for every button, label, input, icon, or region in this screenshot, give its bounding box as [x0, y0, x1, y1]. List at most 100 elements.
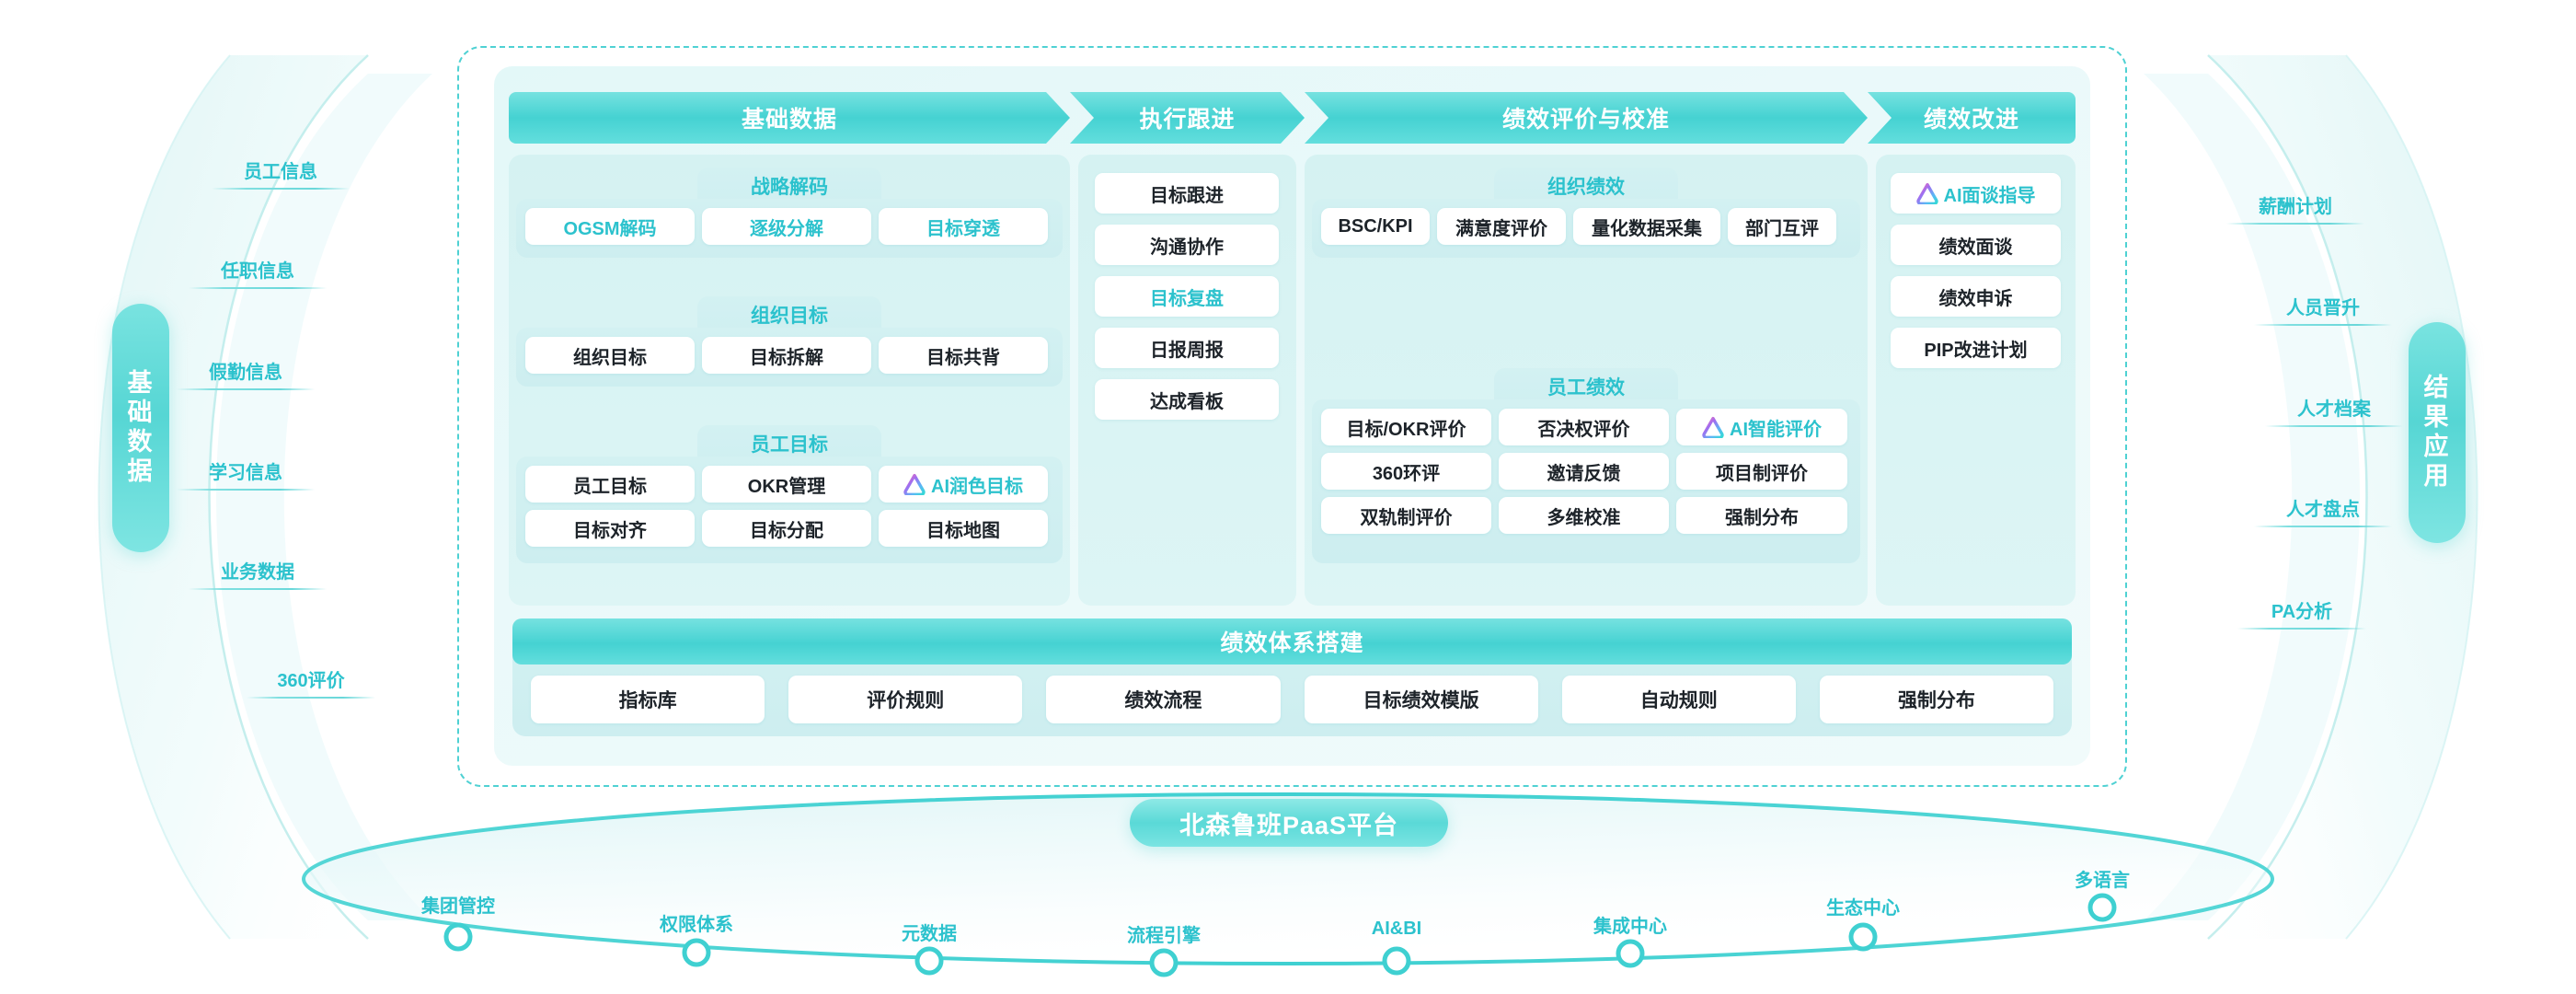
- chip-daily-weekly-report[interactable]: 日报周报: [1095, 328, 1279, 368]
- main-dashed-panel: [457, 46, 2127, 787]
- stage-header-performance-evaluation[interactable]: 绩效评价与校准: [1305, 92, 1868, 144]
- paas-platform-bar[interactable]: 北森鲁班PaaS平台: [1130, 799, 1448, 847]
- chip-department-mutual-evaluation[interactable]: 部门互评: [1728, 208, 1836, 245]
- chip-performance-process[interactable]: 绩效流程: [1046, 676, 1281, 723]
- chip-goal-performance-template[interactable]: 目标绩效模版: [1304, 676, 1538, 723]
- platform-node-label-4[interactable]: AI&BI: [1371, 919, 1422, 939]
- chip-goal-map[interactable]: 目标地图: [879, 510, 1048, 547]
- chip-goal-alignment[interactable]: 目标对齐: [525, 510, 695, 547]
- chip-360-evaluation[interactable]: 360环评: [1321, 453, 1491, 490]
- chip-organization-goal[interactable]: 组织目标: [525, 337, 695, 374]
- chip-goal-breakdown[interactable]: 目标拆解: [702, 337, 871, 374]
- chip-satisfaction-evaluation[interactable]: 满意度评价: [1437, 208, 1566, 245]
- band-chip-row: 指标库 评价规则 绩效流程 目标绩效模版 自动规则 强制分布: [531, 676, 2054, 723]
- right-pill-result-application[interactable]: 结果应用: [2409, 322, 2466, 543]
- right-label-1[interactable]: 人员晋升: [2254, 293, 2392, 326]
- right-label-3[interactable]: 人才盘点: [2254, 494, 2392, 527]
- chip-band-forced-distribution[interactable]: 强制分布: [1819, 676, 2054, 723]
- chip-performance-interview[interactable]: 绩效面谈: [1891, 225, 2061, 265]
- chip-ai-interview-guidance[interactable]: AI面谈指导: [1891, 173, 2061, 214]
- divider: [2254, 324, 2392, 326]
- divider: [247, 697, 375, 699]
- chip-communication-collaboration[interactable]: 沟通协作: [1095, 225, 1279, 265]
- column4-chip-stack: AI面谈指导 绩效面谈 绩效申诉 PIP改进计划: [1891, 173, 2061, 368]
- divider: [177, 388, 315, 390]
- right-label-2[interactable]: 人才档案: [2265, 394, 2403, 427]
- chip-bsc-kpi[interactable]: BSC/KPI: [1321, 208, 1430, 245]
- chip-veto-evaluation[interactable]: 否决权评价: [1499, 409, 1669, 445]
- stage-header-basic-data[interactable]: 基础数据: [509, 92, 1070, 144]
- group-chip-container: 组织目标 目标拆解 目标共背: [516, 328, 1063, 387]
- chip-indicator-library[interactable]: 指标库: [531, 676, 765, 723]
- platform-node-label-2[interactable]: 元数据: [902, 924, 957, 944]
- right-pill-label: 结果应用: [2423, 374, 2451, 490]
- group-title: 战略解码: [697, 168, 881, 204]
- ai-sparkle-icon: [1915, 182, 1938, 204]
- group-chip-container: 员工目标 OKR管理 AI润色目标 目标对齐 目标分配 目标地图: [516, 457, 1063, 563]
- chip-ai-smart-evaluation[interactable]: AI智能评价: [1676, 409, 1847, 445]
- platform-node-label-1[interactable]: 权限体系: [660, 915, 733, 935]
- platform-node-label-3[interactable]: 流程引擎: [1127, 926, 1201, 946]
- ai-sparkle-icon: [1702, 416, 1724, 438]
- chip-ogsm-decoding[interactable]: OGSM解码: [525, 208, 695, 245]
- platform-node-label-6[interactable]: 生态中心: [1826, 898, 1900, 919]
- chip-goal-assignment[interactable]: 目标分配: [702, 510, 871, 547]
- group-employee-goals: 员工目标 员工目标 OKR管理 AI润色目标 目标对齐 目标分配 目标地图: [516, 425, 1063, 563]
- chip-okr-management[interactable]: OKR管理: [702, 466, 871, 503]
- divider: [2254, 526, 2392, 527]
- chip-dual-track-evaluation[interactable]: 双轨制评价: [1321, 497, 1491, 534]
- chip-goal-okr-evaluation[interactable]: 目标/OKR评价: [1321, 409, 1491, 445]
- performance-system-band: 绩效体系搭建 指标库 评价规则 绩效流程 目标绩效模版 自动规则 强制分布: [512, 618, 2072, 736]
- group-strategy-decoding: 战略解码 OGSM解码 逐级分解 目标穿透: [516, 168, 1063, 258]
- column2-chip-stack: 目标跟进 沟通协作 目标复盘 日报周报 达成看板: [1095, 173, 1279, 420]
- left-label-0[interactable]: 员工信息: [212, 156, 350, 190]
- group-title: 组织目标: [697, 296, 881, 333]
- chip-evaluation-rules[interactable]: 评价规则: [788, 676, 1023, 723]
- platform-node-label-0[interactable]: 集团管控: [421, 896, 495, 917]
- chip-achievement-dashboard[interactable]: 达成看板: [1095, 379, 1279, 420]
- divider: [2226, 223, 2364, 225]
- divider: [2265, 425, 2403, 427]
- divider: [189, 588, 327, 590]
- band-title[interactable]: 绩效体系搭建: [512, 618, 2072, 665]
- left-pill-label: 基础数据: [127, 369, 155, 485]
- divider: [177, 489, 315, 491]
- right-label-0[interactable]: 薪酬计划: [2226, 191, 2364, 225]
- chip-automatic-rules[interactable]: 自动规则: [1561, 676, 1796, 723]
- chip-performance-appeal[interactable]: 绩效申诉: [1891, 276, 2061, 317]
- chip-pip-improvement-plan[interactable]: PIP改进计划: [1891, 328, 2061, 368]
- chip-ai-polish-goal[interactable]: AI润色目标: [879, 466, 1048, 503]
- group-organization-performance: 组织绩效 BSC/KPI 满意度评价 量化数据采集 部门互评: [1312, 168, 1860, 258]
- divider: [212, 188, 350, 190]
- right-label-4[interactable]: PA分析: [2237, 596, 2366, 630]
- stage-header-execution-tracking[interactable]: 执行跟进: [1070, 92, 1305, 144]
- left-label-3[interactable]: 学习信息: [177, 457, 315, 491]
- group-chip-container: 目标/OKR评价 否决权评价 AI智能评价 360环评 邀请反馈 项目制评价 双…: [1312, 399, 1860, 563]
- platform-node-label-5[interactable]: 集成中心: [1593, 917, 1667, 937]
- chip-project-based-evaluation[interactable]: 项目制评价: [1676, 453, 1847, 490]
- chip-goal-review[interactable]: 目标复盘: [1095, 276, 1279, 317]
- paas-label: 北森鲁班PaaS平台: [1179, 811, 1399, 839]
- group-title: 员工目标: [697, 425, 881, 462]
- divider: [2237, 628, 2366, 630]
- chip-employee-goal[interactable]: 员工目标: [525, 466, 695, 503]
- chip-goal-tracking[interactable]: 目标跟进: [1095, 173, 1279, 214]
- chip-goal-penetration[interactable]: 目标穿透: [879, 208, 1048, 245]
- chip-level-decomposition[interactable]: 逐级分解: [702, 208, 871, 245]
- chip-goal-shared[interactable]: 目标共背: [879, 337, 1048, 374]
- ai-sparkle-icon: [903, 473, 926, 495]
- left-label-4[interactable]: 业务数据: [189, 557, 327, 590]
- left-label-5[interactable]: 360评价: [247, 665, 375, 699]
- platform-node-label-7[interactable]: 多语言: [2075, 871, 2130, 891]
- group-employee-performance: 员工绩效 目标/OKR评价 否决权评价 AI智能评价 360环评 邀请反馈 项目…: [1312, 368, 1860, 563]
- chip-invite-feedback[interactable]: 邀请反馈: [1499, 453, 1669, 490]
- left-label-2[interactable]: 假勤信息: [177, 357, 315, 390]
- chip-forced-distribution[interactable]: 强制分布: [1676, 497, 1847, 534]
- left-label-1[interactable]: 任职信息: [189, 256, 327, 289]
- chip-quantitative-data-collection[interactable]: 量化数据采集: [1573, 208, 1720, 245]
- group-chip-container: BSC/KPI 满意度评价 量化数据采集 部门互评: [1312, 199, 1860, 258]
- chip-multidimensional-calibration[interactable]: 多维校准: [1499, 497, 1669, 534]
- left-pill-basic-data[interactable]: 基础数据: [112, 304, 169, 552]
- stage-header-performance-improvement[interactable]: 绩效改进: [1868, 92, 2076, 144]
